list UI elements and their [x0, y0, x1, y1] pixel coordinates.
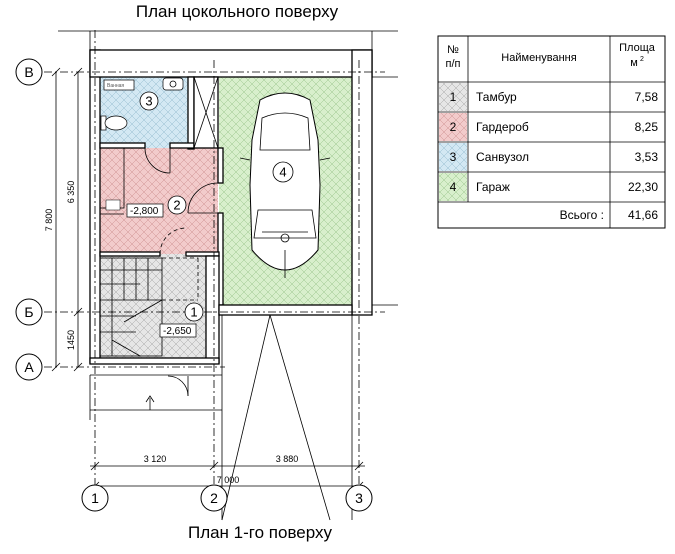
header-no-line2: п/п: [446, 58, 461, 70]
axis-2: 2: [210, 490, 218, 506]
header-area-sup: 2: [640, 56, 644, 63]
swatch-row-1: [439, 83, 467, 111]
axis-a: А: [24, 359, 34, 375]
toilet-icon: [104, 115, 128, 131]
header-no-line1: №: [447, 44, 459, 56]
vertical-dimensions: 7 800 6 350 1450: [44, 67, 83, 372]
room-markers: 3 2 4 1: [139, 91, 294, 322]
header-area-line1: Площа: [619, 42, 656, 54]
bathtub-label: Ванная: [107, 83, 124, 89]
staircase: [99, 257, 199, 357]
title-basement-plan: План цокольного поверху: [136, 2, 339, 21]
dim-h-left: 3 120: [144, 454, 167, 464]
dim-v-lower: 1450: [66, 330, 76, 350]
dim-h-total: 7 000: [217, 475, 240, 485]
axis-v: В: [24, 64, 33, 80]
axis-lines: [44, 30, 385, 488]
row-1-area: 7,58: [635, 90, 659, 104]
wardrobe-walls: [99, 147, 125, 215]
swatch-row-4: [439, 173, 467, 201]
row-4-area: 22,30: [628, 180, 658, 194]
row-4-name: Гараж: [476, 180, 510, 194]
door-swings: [144, 147, 219, 255]
row-2-area: 8,25: [635, 120, 659, 134]
bathtub-icon: [103, 79, 135, 91]
header-area-unit: м: [630, 57, 638, 69]
level-marks: -2,800 -2,650: [126, 203, 197, 338]
row-2-name: Гардероб: [476, 120, 529, 134]
room-marker-3: 3: [145, 94, 152, 109]
title-first-floor-plan: План 1-го поверху: [188, 523, 333, 542]
level-wardrobe: -2,800: [130, 206, 159, 217]
dim-v-total: 7 800: [44, 209, 54, 232]
dim-v-upper: 6 350: [66, 181, 76, 204]
sink-icon: [162, 77, 184, 91]
axis-3: 3: [355, 490, 363, 506]
row-3-name: Санвузол: [476, 150, 529, 164]
horizontal-dimensions: 3 120 3 880 7 000: [90, 454, 365, 491]
room-marker-1: 1: [190, 305, 197, 320]
total-label: Всього :: [560, 208, 604, 222]
axis-1: 1: [91, 490, 99, 506]
axis-b: Б: [24, 304, 33, 320]
total-value: 41,66: [628, 208, 658, 222]
axis-bubbles: В Б А 1 2 3: [15, 58, 373, 512]
row-2-no: 2: [450, 120, 457, 134]
room-marker-4: 4: [279, 165, 286, 180]
bathroom-fixtures: Ванная: [100, 77, 184, 131]
row-4-no: 4: [450, 180, 457, 194]
top-outline: [58, 30, 398, 50]
swatch-row-3: [439, 143, 467, 171]
row-3-no: 3: [450, 150, 457, 164]
dim-h-right: 3 880: [276, 454, 299, 464]
row-1-name: Тамбур: [476, 90, 517, 104]
row-3-area: 3,53: [635, 150, 659, 164]
room-marker-2: 2: [173, 198, 180, 213]
header-name: Найменування: [501, 52, 576, 64]
level-vestibule: -2,650: [163, 326, 192, 337]
room-schedule-table: № п/п Найменування Площа м 2 1 Тамбур 7,…: [437, 35, 666, 229]
row-1-no: 1: [450, 90, 457, 104]
swatch-row-2: [439, 113, 467, 141]
